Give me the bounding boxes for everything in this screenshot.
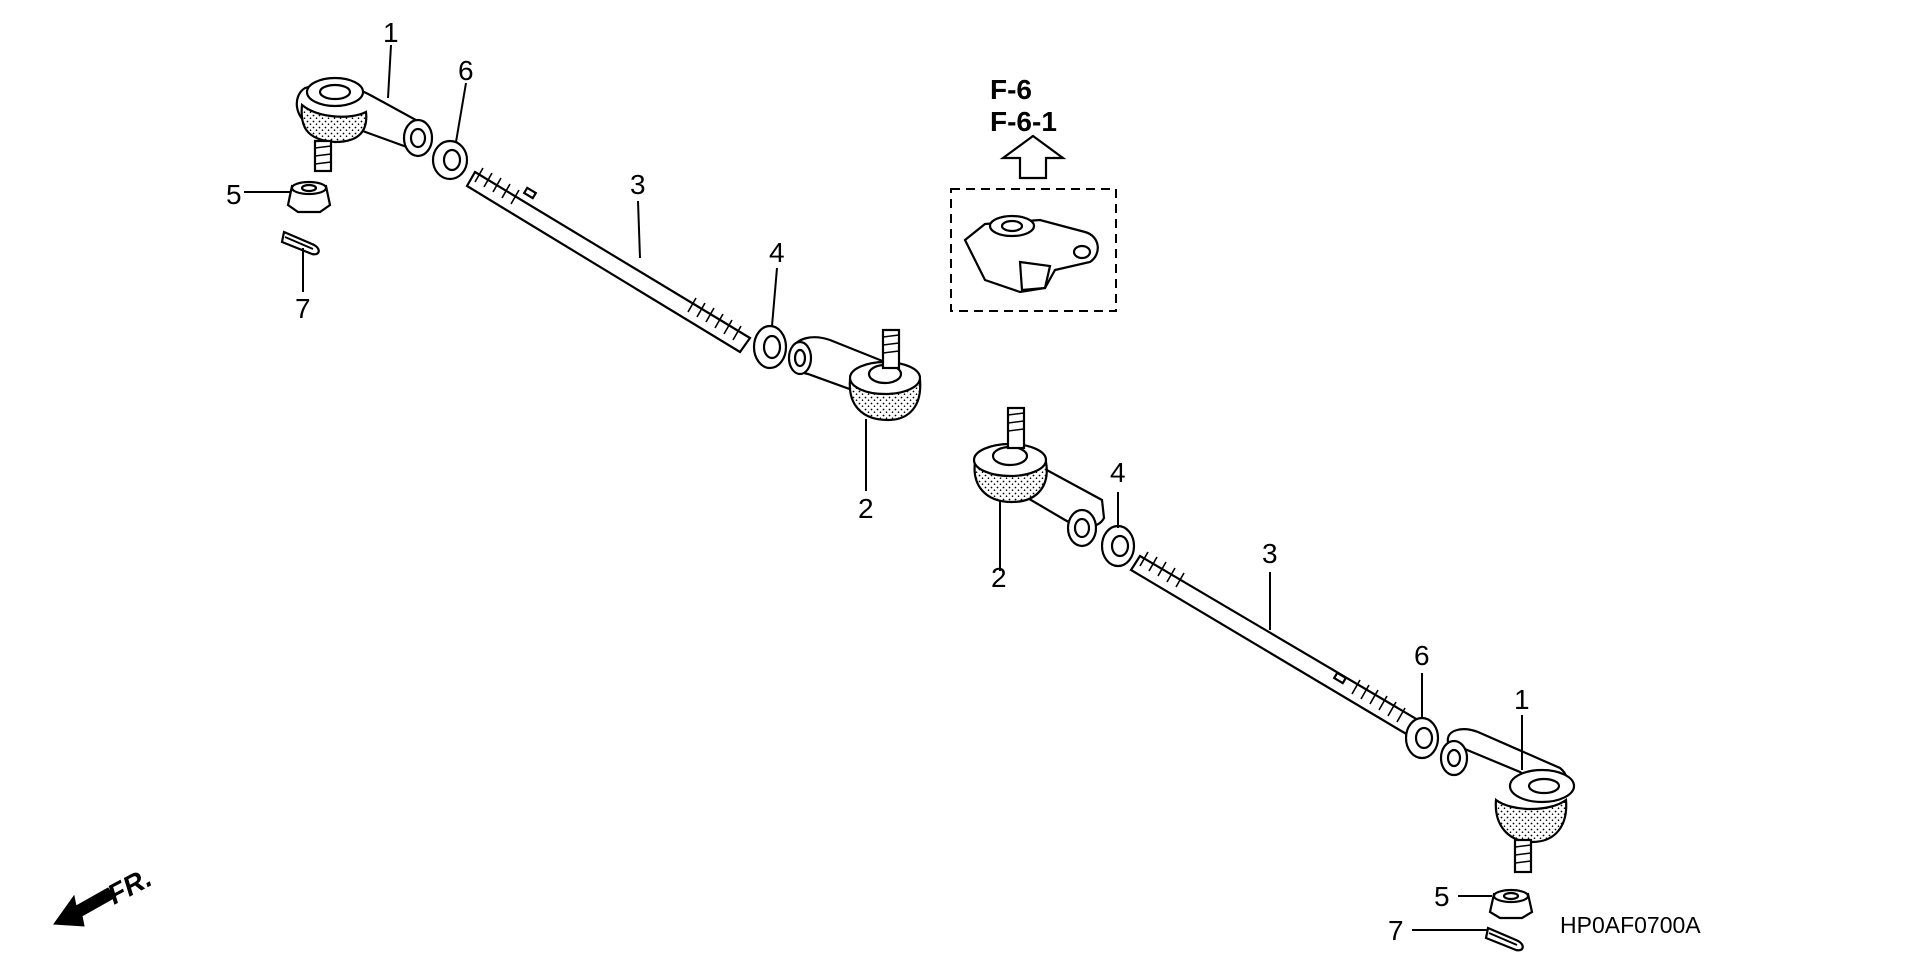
tie-rod-end-lower bbox=[1439, 728, 1576, 874]
tie-rod-end-center-right bbox=[972, 406, 1106, 548]
lock-nut-upper bbox=[431, 139, 469, 181]
callout-7-lower: 7 bbox=[1388, 915, 1404, 946]
callout-1-upper: 1 bbox=[383, 17, 399, 48]
cotter-pin-lower bbox=[1484, 926, 1524, 952]
cotter-pin-upper bbox=[280, 230, 320, 256]
callout-6-upper: 6 bbox=[458, 55, 474, 86]
front-direction-marker: FR. bbox=[53, 862, 157, 927]
callout-4-left: 4 bbox=[769, 237, 785, 268]
tie-rod-end-upper bbox=[295, 76, 434, 173]
tie-rod-upper bbox=[465, 167, 752, 354]
leader-lines bbox=[244, 44, 1523, 931]
callout-3-upper: 3 bbox=[630, 169, 646, 200]
tie-rod-lower bbox=[1129, 551, 1420, 737]
part-code: HP0AF0700A bbox=[1560, 912, 1701, 938]
knuckle-icon bbox=[963, 214, 1099, 294]
reference-f6: F-6 bbox=[990, 74, 1032, 105]
castle-nut-upper bbox=[286, 180, 332, 214]
tie-rod-end-center-left bbox=[787, 328, 922, 422]
callout-4-right: 4 bbox=[1110, 457, 1126, 488]
reference-inset bbox=[950, 134, 1117, 312]
castle-nut-lower bbox=[1488, 888, 1534, 920]
callout-2-left: 2 bbox=[858, 493, 874, 524]
front-arrow-icon bbox=[53, 887, 115, 927]
callout-3-lower: 3 bbox=[1262, 538, 1278, 569]
up-arrow-icon bbox=[999, 134, 1067, 180]
callout-5-lower: 5 bbox=[1434, 881, 1450, 912]
front-marker-label: FR. bbox=[102, 862, 156, 911]
lock-nut-left bbox=[752, 324, 788, 370]
lock-nut-lower bbox=[1404, 716, 1440, 760]
callout-5-upper: 5 bbox=[226, 179, 242, 210]
callout-2-right: 2 bbox=[991, 562, 1007, 593]
callout-1-lower: 1 bbox=[1514, 684, 1530, 715]
reference-f6-1: F-6-1 bbox=[990, 106, 1057, 137]
callout-7-upper: 7 bbox=[295, 293, 311, 324]
lock-nut-right bbox=[1100, 524, 1136, 568]
callout-6-lower: 6 bbox=[1414, 640, 1430, 671]
